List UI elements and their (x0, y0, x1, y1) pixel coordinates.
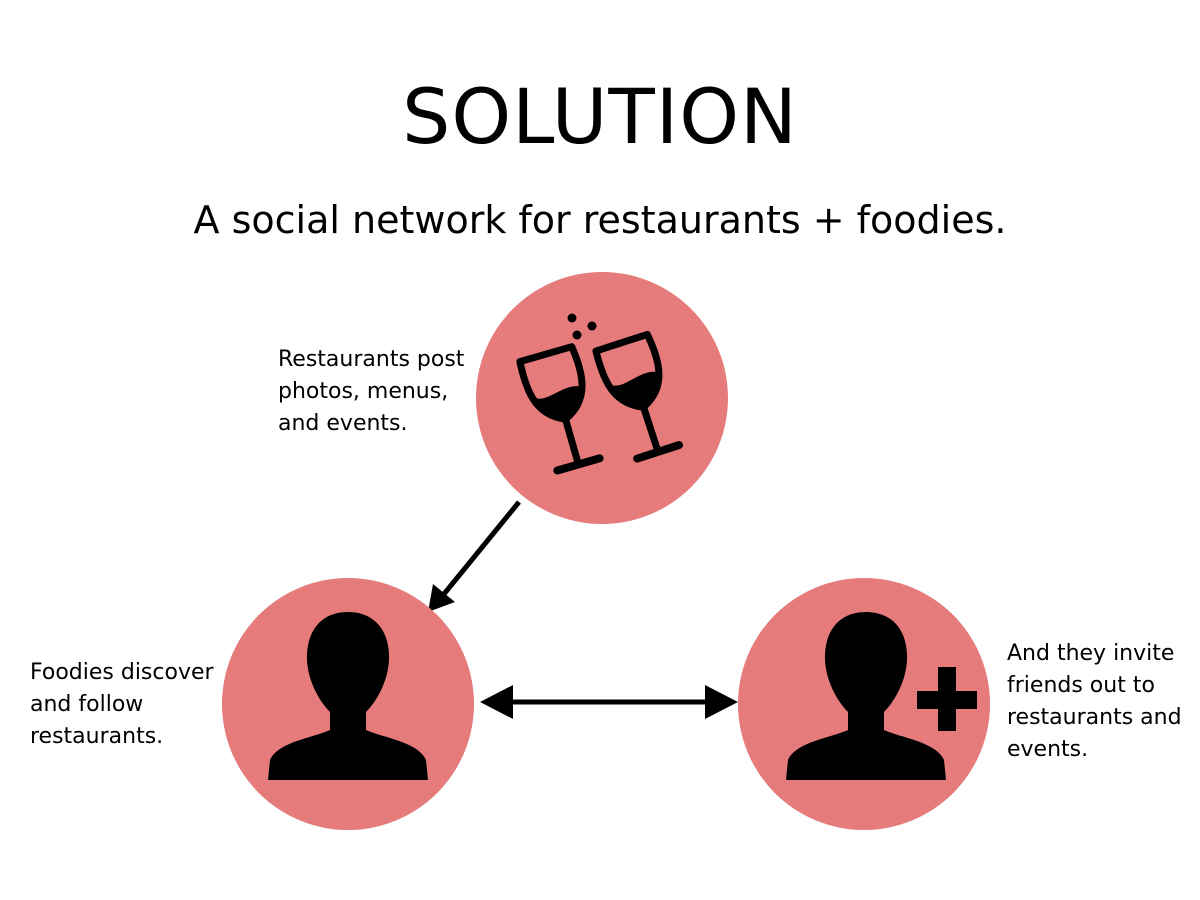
node-foodie (222, 578, 474, 830)
caption-line: restaurants. (30, 724, 164, 749)
caption-foodie: Foodies discover and follow restaurants. (30, 657, 214, 753)
arrow-foodie-friend-head-right (705, 685, 738, 719)
caption-line: Foodies discover (30, 660, 214, 685)
arrow-foodie-friend-head-left (480, 685, 513, 719)
wine-glasses-toast-icon (516, 313, 684, 475)
node-restaurant (476, 272, 728, 524)
caption-line: events. (1007, 737, 1089, 762)
caption-invite: And they invite friends out to restauran… (1007, 638, 1182, 766)
caption-restaurant: Restaurants post photos, menus, and even… (278, 344, 464, 440)
caption-line: And they invite (1007, 641, 1175, 666)
add-person-icon (786, 612, 977, 780)
node-friend (738, 578, 990, 830)
slide-title: SOLUTION (402, 72, 798, 161)
caption-line: and events. (278, 411, 408, 436)
arrow-restaurant-to-foodie-head (428, 584, 455, 612)
caption-line: and follow (30, 692, 144, 717)
arrow-restaurant-to-foodie (442, 500, 521, 596)
caption-line: Restaurants post (278, 347, 465, 372)
slide-subtitle: A social network for restaurants + foodi… (193, 198, 1007, 242)
person-silhouette-icon (268, 612, 428, 780)
caption-line: photos, menus, (278, 379, 449, 404)
caption-line: friends out to (1007, 673, 1155, 698)
caption-line: restaurants and (1007, 705, 1182, 730)
